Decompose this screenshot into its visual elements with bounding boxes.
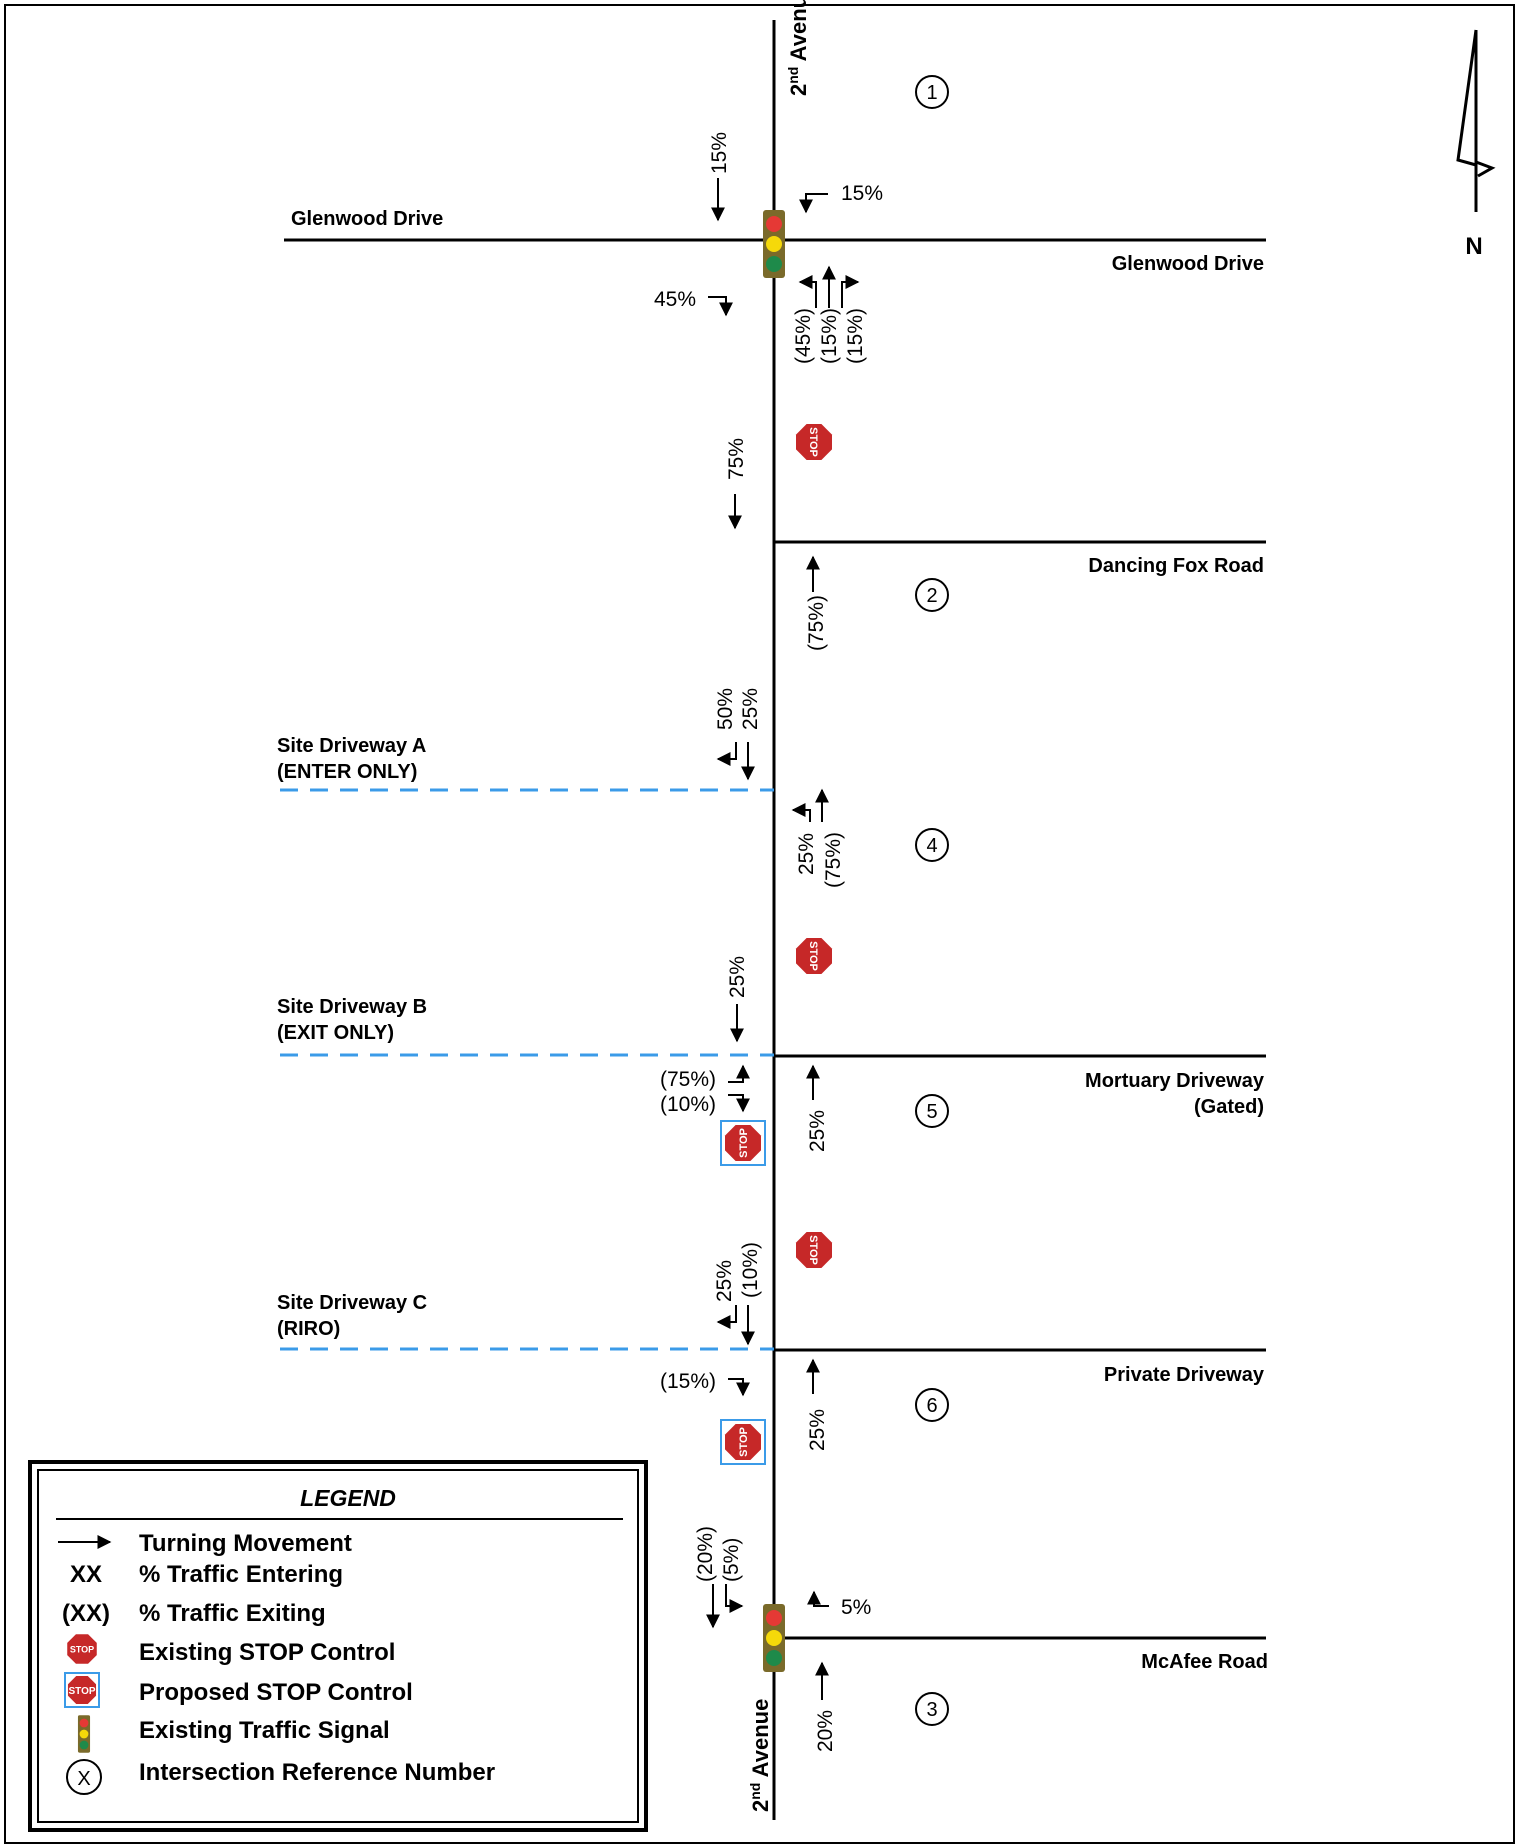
site-driveway-b-note: (EXIT ONLY)	[277, 1022, 394, 1044]
north-arrow-icon	[1456, 29, 1496, 212]
pct-label: (10%)	[660, 1093, 716, 1116]
pct-label: 25%	[726, 956, 749, 998]
arrow-southbound-left	[725, 1584, 744, 1613]
legend-symbol: XX	[70, 1561, 102, 1588]
pct-label: 25%	[739, 688, 762, 730]
pct-label: 25%	[806, 1409, 829, 1451]
intersection-5-marker: 5	[915, 1094, 949, 1128]
intersection-1-marker: 1	[915, 75, 949, 109]
legend-label: Intersection Reference Number	[139, 1759, 495, 1786]
proposed-stop-sign-icon: STOP	[64, 1672, 100, 1708]
site-driveway-a-label: Site Driveway A	[277, 735, 426, 757]
site-driveway-c-note: (RIRO)	[277, 1318, 340, 1340]
arrow-northbound-left	[791, 803, 811, 822]
svg-text:4: 4	[926, 835, 937, 857]
legend-label: Turning Movement	[139, 1530, 352, 1557]
svg-text:6: 6	[926, 1395, 937, 1417]
mortuary-gated-label: (Gated)	[1194, 1096, 1264, 1118]
site-driveway-c-label: Site Driveway C	[277, 1292, 427, 1314]
existing-stop-sign-icon: STOP	[794, 1230, 834, 1270]
pct-label: 45%	[654, 288, 696, 311]
glenwood-drive-label-east: Glenwood Drive	[1112, 253, 1264, 275]
svg-text:5: 5	[926, 1101, 937, 1123]
traffic-signal-icon	[77, 1715, 91, 1753]
legend-symbol: (XX)	[62, 1600, 110, 1627]
frame-border	[4, 4, 1515, 1844]
arrow-exit-right	[728, 1378, 750, 1397]
intersection-3-marker: 3	[915, 1692, 949, 1726]
existing-stop-sign-icon: STOP	[794, 422, 834, 462]
arrow-exit-left	[728, 1094, 750, 1113]
legend-title: LEGEND	[300, 1485, 396, 1511]
legend-label: % Traffic Entering	[139, 1561, 343, 1588]
arrow-westbound-left	[799, 193, 828, 214]
traffic-signal-icon	[763, 210, 785, 278]
svg-text:STOP: STOP	[738, 1128, 750, 1158]
legend-label: % Traffic Exiting	[139, 1600, 326, 1627]
pct-label: (45%)	[792, 308, 815, 364]
site-driveway-a-note: (ENTER ONLY)	[277, 761, 417, 783]
pct-label: 15%	[708, 132, 731, 174]
mcafee-road-label: McAfee Road	[1141, 1651, 1268, 1673]
legend-label: Proposed STOP Control	[139, 1679, 413, 1706]
turning-movement-arrows	[706, 178, 860, 1700]
svg-text:1: 1	[926, 82, 937, 104]
arrow-northbound-right	[841, 275, 860, 308]
pct-label: (15%)	[844, 308, 867, 364]
dancing-fox-road-label: Dancing Fox Road	[1088, 555, 1264, 577]
avenue-label-top: 2nd Avenue	[785, 0, 811, 96]
intersection-6-marker: 6	[915, 1388, 949, 1422]
site-driveway-b-label: Site Driveway B	[277, 996, 427, 1018]
arrow-exit-right	[728, 1064, 750, 1083]
svg-text:STOP: STOP	[807, 427, 819, 457]
legend-symbol: X	[77, 1768, 90, 1790]
legend-label: Existing STOP Control	[139, 1639, 395, 1666]
intersection-2-marker: 2	[915, 578, 949, 612]
pct-label: (75%)	[822, 832, 845, 888]
mortuary-driveway-label: Mortuary Driveway	[1085, 1070, 1265, 1092]
existing-stop-sign-icon: STOP	[794, 936, 834, 976]
private-driveway-label: Private Driveway	[1104, 1364, 1265, 1386]
intersection-reference-icon	[66, 1759, 102, 1795]
pct-label: (20%)	[694, 1526, 717, 1582]
proposed-stop-sign-icon: STOP	[720, 1120, 766, 1166]
svg-text:STOP: STOP	[807, 1235, 819, 1265]
svg-text:2: 2	[926, 585, 937, 607]
pct-label: 15%	[841, 182, 883, 205]
pct-label: 25%	[806, 1110, 829, 1152]
legend-box: LEGEND Turning Movement XX % Traffic Ent…	[28, 1460, 648, 1832]
north-label: N	[1465, 233, 1482, 260]
pct-label: 20%	[814, 1710, 837, 1752]
existing-stop-sign-icon: STOP	[65, 1632, 99, 1666]
arrow-westbound-right	[807, 1590, 829, 1607]
svg-text:STOP: STOP	[738, 1427, 750, 1457]
arrow-southbound-right	[708, 296, 733, 317]
pct-label: (75%)	[660, 1068, 716, 1091]
arrow-southbound-right	[716, 1305, 737, 1329]
pct-label: (75%)	[805, 595, 828, 651]
pct-label: 5%	[841, 1596, 871, 1619]
pct-label: 25%	[795, 833, 818, 875]
traffic-signal-icon	[763, 1604, 785, 1672]
pct-label: (15%)	[818, 308, 841, 364]
pct-label: (5%)	[720, 1538, 743, 1582]
glenwood-drive-label-west: Glenwood Drive	[291, 208, 443, 230]
pct-label: 75%	[725, 438, 748, 480]
intersection-4-marker: 4	[915, 828, 949, 862]
svg-text:STOP: STOP	[807, 941, 819, 971]
arrow-northbound-left	[798, 275, 817, 308]
svg-text:STOP: STOP	[68, 1686, 95, 1697]
pct-label: 50%	[714, 688, 737, 730]
legend-label: Existing Traffic Signal	[139, 1717, 390, 1744]
svg-text:STOP: STOP	[70, 1644, 94, 1654]
svg-text:3: 3	[926, 1699, 937, 1721]
proposed-stop-sign-icon: STOP	[720, 1419, 766, 1465]
avenue-label-bottom: 2nd Avenue	[747, 1699, 773, 1812]
arrow-southbound-right	[716, 742, 737, 766]
pct-label: (15%)	[660, 1370, 716, 1393]
pct-label: (10%)	[739, 1242, 762, 1298]
pct-label: 25%	[713, 1260, 736, 1302]
